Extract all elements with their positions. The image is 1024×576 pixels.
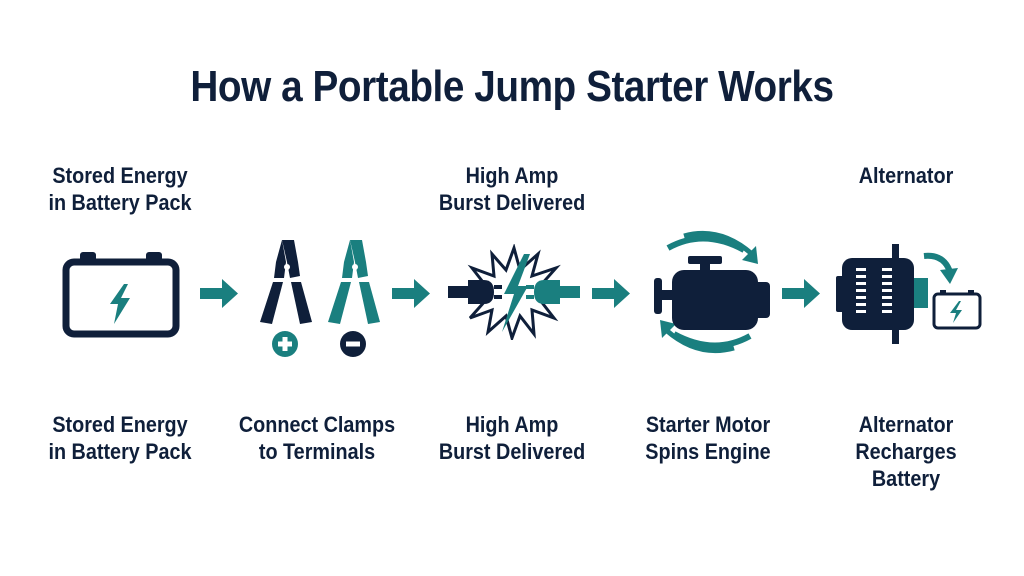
right-arrow-icon bbox=[782, 279, 820, 308]
spark-plug-connection-icon bbox=[448, 244, 580, 340]
step-label-clamps: Connect Clamps to Terminals bbox=[223, 411, 412, 465]
label-line: Battery bbox=[871, 466, 941, 491]
label-line: Stored Energy bbox=[52, 412, 188, 437]
label-line: Starter Motor bbox=[645, 412, 771, 437]
label-line: Recharges bbox=[855, 439, 957, 464]
step-label-battery: Stored Energy in Battery Pack bbox=[30, 411, 210, 465]
page-title: How a Portable Jump Starter Works bbox=[190, 62, 834, 111]
top-label-burst: High Amp Burst Delivered bbox=[422, 162, 602, 216]
engine-rotation-icon bbox=[654, 230, 770, 354]
label-line: Stored Energy bbox=[52, 163, 188, 188]
label-line: Connect Clamps bbox=[238, 412, 396, 437]
label-line: in Battery Pack bbox=[48, 190, 192, 215]
jumper-clamps-icon bbox=[260, 240, 380, 357]
label-line: Alternator bbox=[858, 163, 954, 188]
step-label-burst: High Amp Burst Delivered bbox=[422, 411, 602, 465]
label-line: High Amp bbox=[465, 163, 559, 188]
right-arrow-icon bbox=[392, 279, 430, 308]
right-arrow-icon bbox=[592, 279, 630, 308]
top-label-battery: Stored Energy in Battery Pack bbox=[30, 162, 210, 216]
step-label-alternator: Alternator Recharges Battery bbox=[816, 411, 996, 492]
label-line: to Terminals bbox=[258, 439, 376, 464]
label-line: Alternator bbox=[858, 412, 954, 437]
battery-icon bbox=[62, 252, 180, 338]
label-line: Burst Delivered bbox=[438, 439, 586, 464]
label-line: High Amp bbox=[465, 412, 559, 437]
alternator-recharge-icon bbox=[836, 244, 982, 344]
top-label-alternator: Alternator bbox=[816, 162, 996, 189]
right-arrow-icon bbox=[200, 279, 238, 308]
step-label-engine: Starter Motor Spins Engine bbox=[618, 411, 798, 465]
label-line: Burst Delivered bbox=[438, 190, 586, 215]
label-line: in Battery Pack bbox=[48, 439, 192, 464]
label-line: Spins Engine bbox=[645, 439, 771, 464]
